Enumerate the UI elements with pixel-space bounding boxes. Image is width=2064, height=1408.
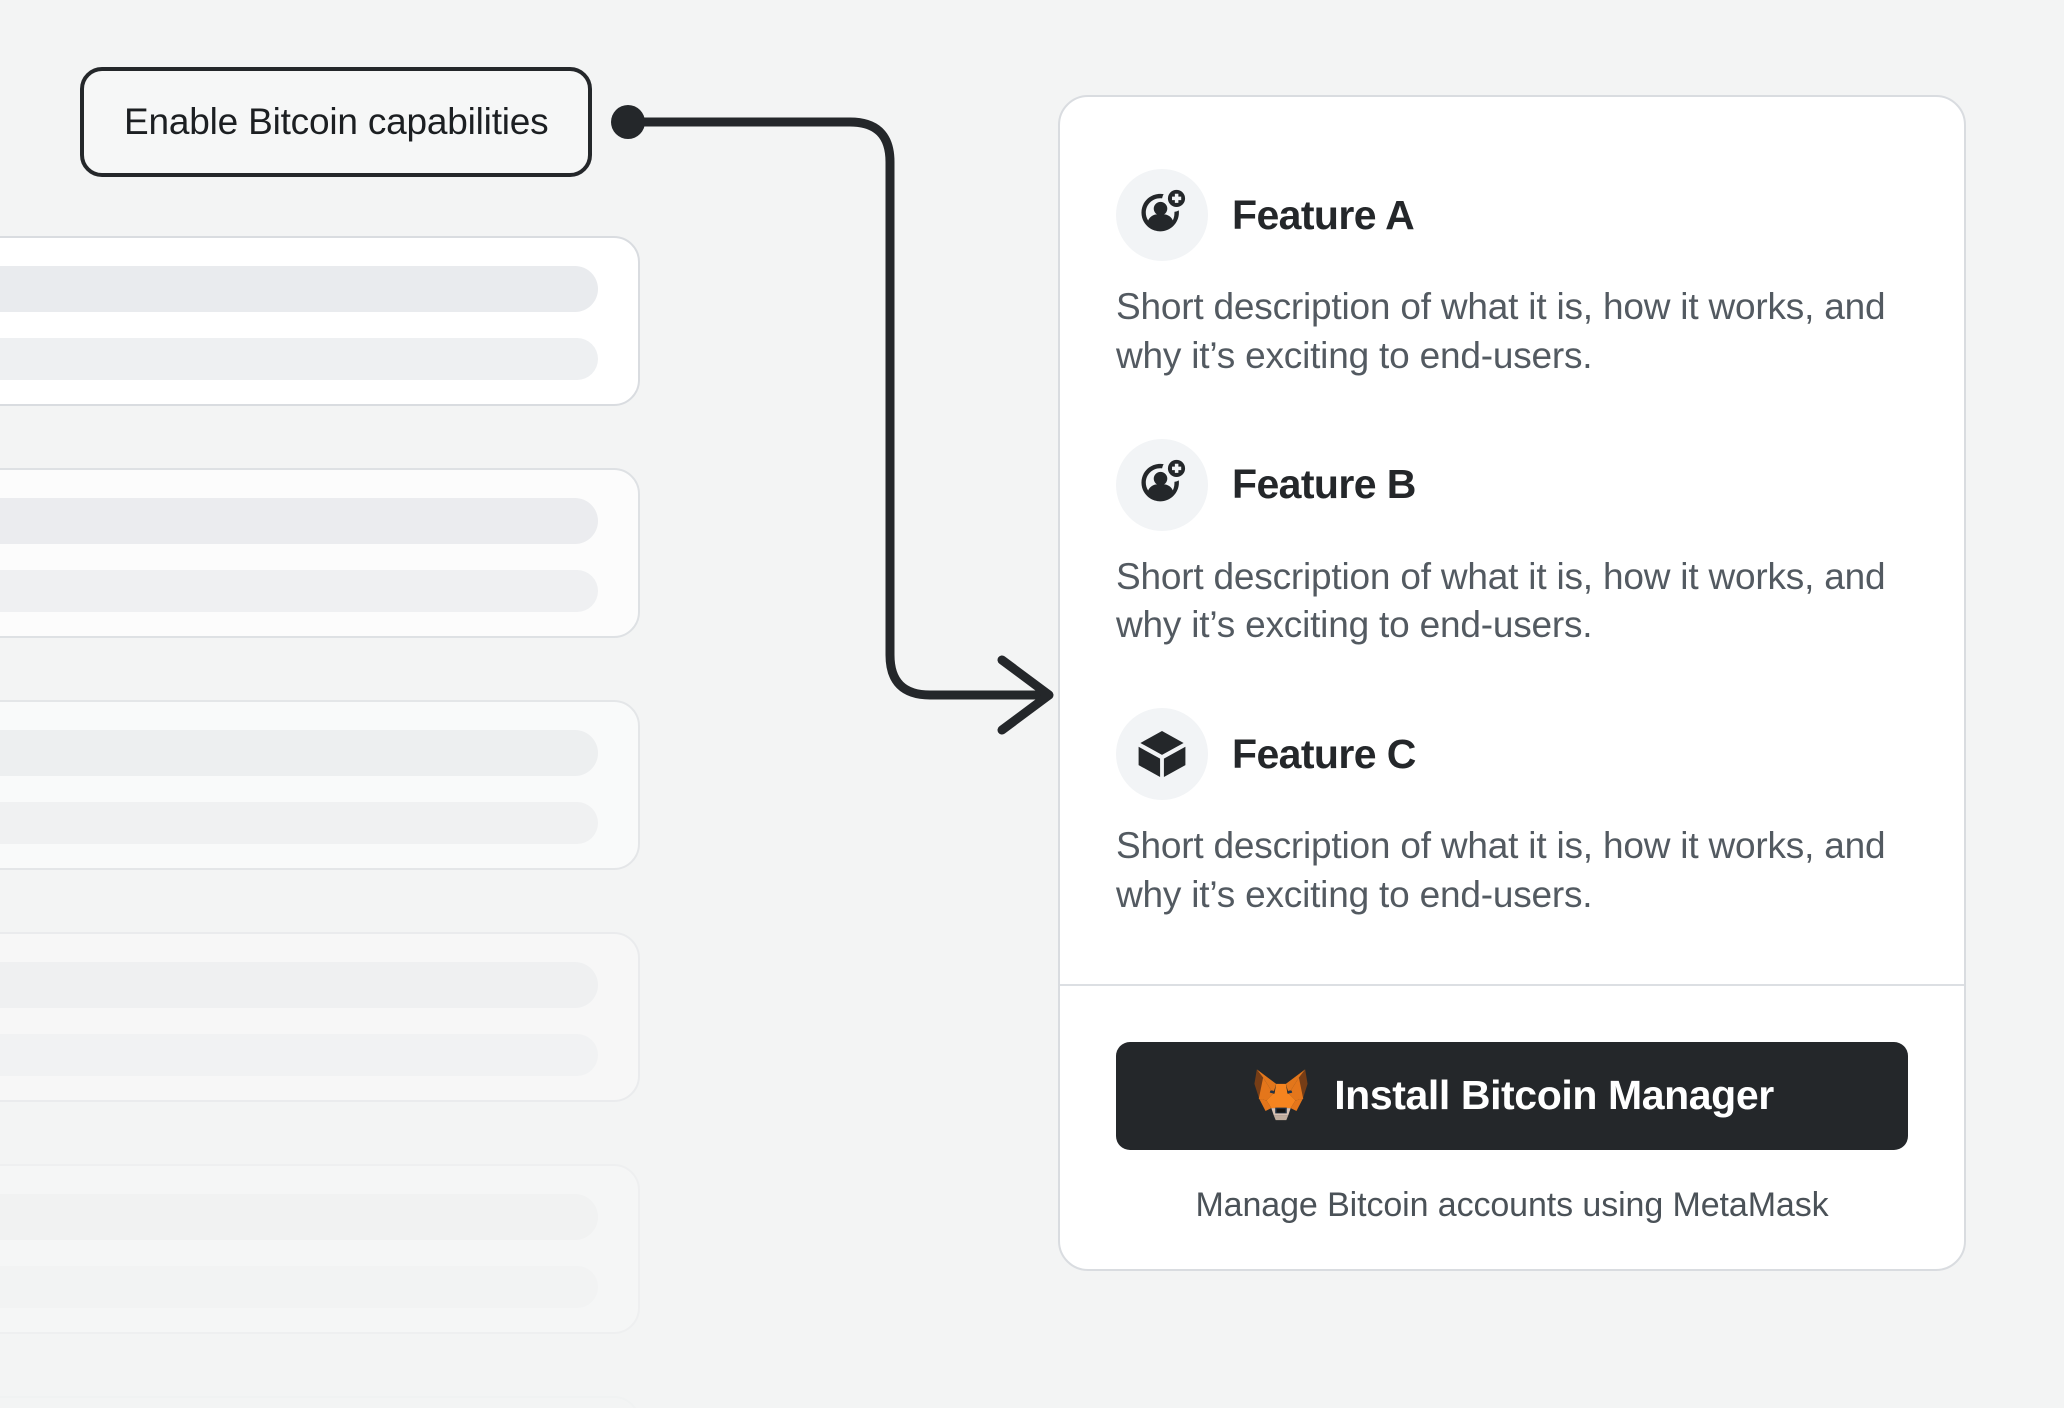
skeleton-card	[0, 236, 640, 406]
divider	[1060, 983, 1964, 986]
feature-item: Feature C Short description of what it i…	[1060, 708, 1964, 920]
skeleton-bar	[0, 802, 598, 844]
feature-item: Feature A Short description of what it i…	[1060, 169, 1964, 381]
feature-header: Feature A	[1116, 169, 1908, 261]
arrow-head-icon	[997, 655, 1054, 735]
feature-item: Feature B Short description of what it i…	[1060, 438, 1964, 651]
connector-dot	[611, 105, 645, 139]
cube-icon	[1116, 708, 1208, 801]
feature-title: Feature A	[1232, 191, 1415, 238]
feature-header: Feature C	[1116, 708, 1908, 801]
feature-description: Short description of what it is, how it …	[1116, 825, 1886, 916]
feature-panel: Feature A Short description of what it i…	[1058, 95, 1966, 1271]
arrow-path	[623, 117, 1045, 700]
skeleton-card	[0, 468, 640, 638]
skeleton-bar	[0, 730, 598, 776]
card-footer: Install Bitcoin Manager Manage Bitcoin a…	[1060, 986, 1964, 1269]
skeleton-bar	[0, 338, 598, 380]
skeleton-bar	[0, 266, 598, 312]
feature-title: Feature C	[1232, 730, 1416, 777]
skeleton-bar	[0, 1194, 598, 1240]
feature-description: Short description of what it is, how it …	[1116, 555, 1886, 646]
skeleton-bar	[0, 498, 598, 544]
install-bitcoin-manager-button[interactable]: Install Bitcoin Manager	[1116, 1041, 1908, 1150]
skeleton-bar	[0, 1266, 598, 1308]
skeleton-bar	[0, 962, 598, 1008]
skeleton-card	[0, 700, 640, 870]
skeleton-card	[0, 1396, 640, 1408]
callout-label-text: Enable Bitcoin capabilities	[124, 101, 549, 142]
add-user-icon	[1116, 438, 1208, 531]
footer-caption: Manage Bitcoin accounts using MetaMask	[1195, 1185, 1829, 1224]
install-button-label: Install Bitcoin Manager	[1334, 1072, 1774, 1119]
skeleton-bar	[0, 1034, 598, 1076]
feature-list: Feature A Short description of what it i…	[1060, 97, 1964, 974]
metamask-fox-icon	[1250, 1067, 1312, 1125]
skeleton-bar	[0, 570, 598, 612]
skeleton-card	[0, 1164, 640, 1334]
feature-header: Feature B	[1116, 438, 1908, 531]
feature-title: Feature B	[1232, 461, 1416, 508]
callout-label: Enable Bitcoin capabilities	[80, 67, 593, 177]
feature-description: Short description of what it is, how it …	[1116, 286, 1886, 376]
skeleton-placeholder-cards	[0, 236, 640, 1408]
add-user-icon	[1116, 169, 1208, 261]
skeleton-card	[0, 932, 640, 1102]
